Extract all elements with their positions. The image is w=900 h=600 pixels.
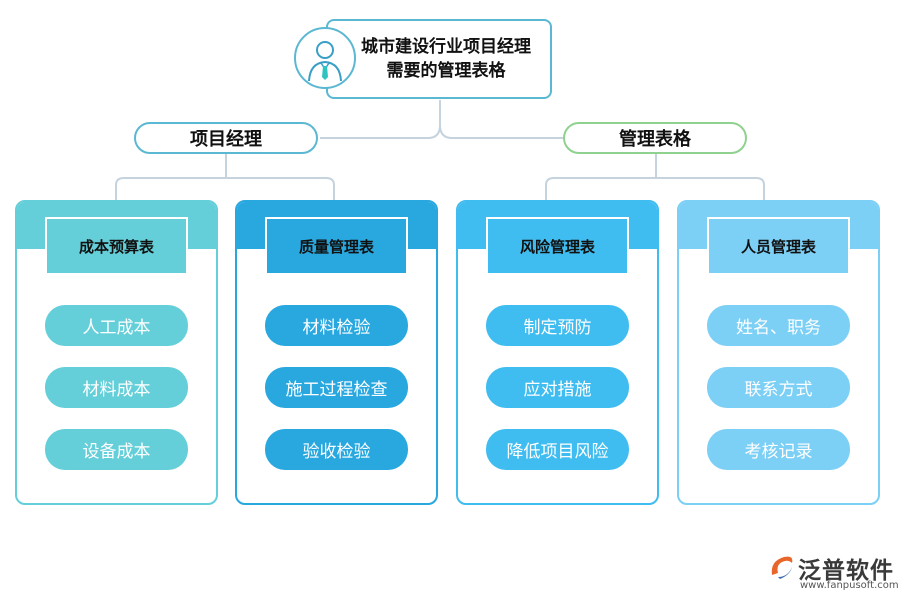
- group-project-manager: 项目经理: [134, 122, 318, 154]
- group-project-manager-label: 项目经理: [190, 129, 262, 150]
- list-item: 施工过程检查: [265, 367, 408, 408]
- title-line-2: 需要的管理表格: [386, 61, 506, 81]
- panel-title: 风险管理表: [486, 217, 629, 275]
- right-group-connector: [545, 154, 765, 200]
- diagram-title: 城市建设行业项目经理 需要的管理表格: [332, 35, 546, 83]
- list-item: 材料成本: [45, 367, 188, 408]
- logo-url: www.fanpusoft.com: [800, 580, 899, 591]
- left-group-connector: [115, 154, 335, 200]
- list-item: 应对措施: [486, 367, 629, 408]
- list-item: 联系方式: [707, 367, 850, 408]
- fanpu-logo-icon: [771, 556, 793, 579]
- panel-quality-management: 质量管理表 材料检验 施工过程检查 验收检验: [235, 200, 438, 505]
- list-item: 降低项目风险: [486, 429, 629, 470]
- group-management-tables: 管理表格: [563, 122, 747, 154]
- panel-title: 成本预算表: [45, 217, 188, 275]
- title-line-1: 城市建设行业项目经理: [361, 37, 531, 57]
- logo-name: 泛普软件: [798, 558, 894, 584]
- root-connector: [320, 100, 441, 139]
- list-item: 设备成本: [45, 429, 188, 470]
- list-item: 考核记录: [707, 429, 850, 470]
- panel-title: 人员管理表: [707, 217, 850, 275]
- root-connector-right: [439, 124, 565, 139]
- panel-risk-management: 风险管理表 制定预防 应对措施 降低项目风险: [456, 200, 659, 505]
- panel-cost-budget: 成本预算表 人工成本 材料成本 设备成本: [15, 200, 218, 505]
- diagram-title-box: 城市建设行业项目经理 需要的管理表格: [326, 19, 552, 99]
- list-item: 制定预防: [486, 305, 629, 346]
- group-management-tables-label: 管理表格: [619, 129, 691, 150]
- list-item: 姓名、职务: [707, 305, 850, 346]
- panel-personnel-management: 人员管理表 姓名、职务 联系方式 考核记录: [677, 200, 880, 505]
- list-item: 材料检验: [265, 305, 408, 346]
- list-item: 验收检验: [265, 429, 408, 470]
- business-person-icon: [294, 27, 356, 89]
- list-item: 人工成本: [45, 305, 188, 346]
- panel-title: 质量管理表: [265, 217, 408, 275]
